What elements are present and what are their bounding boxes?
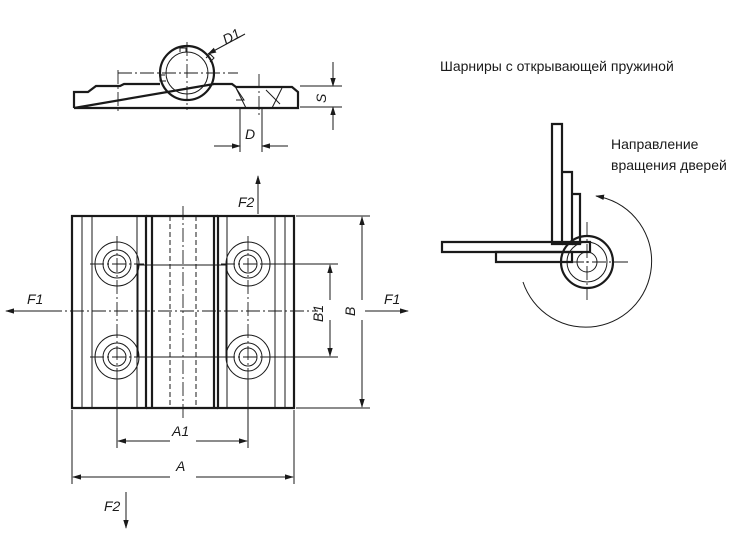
side-view: D1 S D <box>72 25 342 152</box>
title-caption: Шарниры с открывающей пружиной <box>440 58 674 74</box>
b1-label: B1 <box>310 305 326 322</box>
schematic-vertical-leaf-step <box>562 170 574 246</box>
direction-caption-line2: вращения дверей <box>611 157 727 173</box>
force-arrows: F2 F2 F1 F1 <box>5 175 409 529</box>
d-label: D <box>245 126 255 142</box>
rotation-direction-arrow <box>522 194 653 328</box>
width-dimensions: A1 A <box>71 380 295 484</box>
f2-top-label: F2 <box>238 194 255 210</box>
f2-bottom-label: F2 <box>104 498 121 514</box>
d1-leader <box>207 33 246 55</box>
height-dimensions: B1 B <box>260 215 370 409</box>
schematic-vertical-leaf-step <box>572 192 582 246</box>
knuckle-notch <box>159 74 166 82</box>
a1-label: A1 <box>171 423 189 439</box>
front-view-right-leaf <box>216 214 296 410</box>
d1-label: D1 <box>220 25 243 48</box>
rotation-schematic <box>440 122 653 328</box>
s-label: S <box>313 93 329 103</box>
countersink-hatch <box>235 87 245 101</box>
f1-right-label: F1 <box>384 291 400 307</box>
schematic-vertical-leaf <box>550 122 564 246</box>
knuckle-notch <box>179 47 187 52</box>
direction-caption-line1: Направление <box>611 136 699 152</box>
side-view-plate <box>72 82 300 110</box>
a-label: A <box>175 458 185 474</box>
countersink-hatch <box>265 89 281 105</box>
front-view-left-leaf <box>70 214 148 410</box>
f1-left-label: F1 <box>27 291 43 307</box>
knuckle-notch <box>205 53 215 63</box>
front-view <box>48 206 318 420</box>
b-label: B <box>342 307 358 316</box>
